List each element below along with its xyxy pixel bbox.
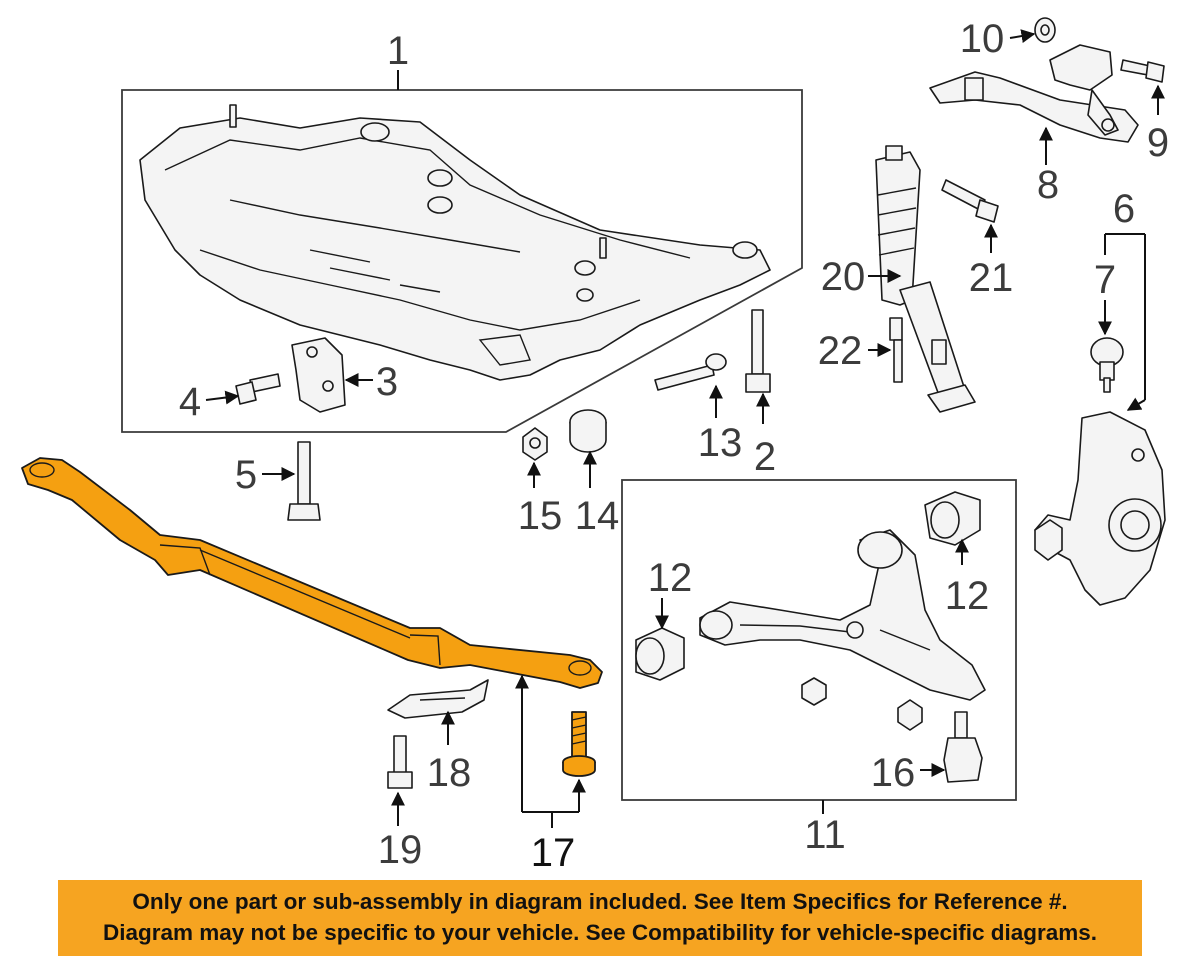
lower-ball-joint[interactable] (943, 711, 983, 783)
callout-19: 19 (378, 828, 423, 872)
callout-18: 18 (427, 751, 472, 795)
bracket-bolt-lower[interactable] (387, 735, 413, 789)
callout-8: 8 (1037, 163, 1059, 207)
leader-lines (205, 29, 1165, 828)
callout-20: 20 (821, 255, 866, 299)
parts-diagram: 1 2 3 4 5 6 7 8 9 10 11 12 12 13 14 15 1… (21, 17, 1169, 875)
callout-13: 13 (698, 421, 743, 465)
front-subframe[interactable] (139, 104, 771, 381)
upper-control-arm[interactable] (929, 44, 1139, 143)
long-bolt[interactable] (745, 309, 771, 393)
arm-bolt[interactable] (1120, 59, 1165, 83)
callout-12-rear: 12 (945, 574, 990, 618)
bracket-plate[interactable] (387, 679, 489, 719)
callout-15: 15 (518, 494, 563, 538)
steering-knuckle[interactable] (1034, 411, 1166, 606)
disclaimer-line-2: Diagram may not be specific to your vehi… (102, 920, 1098, 945)
bushing[interactable] (569, 409, 607, 453)
lower-arm-group-box (621, 479, 1017, 801)
highlighted-strut-bolt[interactable] (562, 711, 596, 777)
callout-6: 6 (1113, 187, 1135, 231)
shock-absorber[interactable] (875, 145, 976, 413)
rear-bushing[interactable] (924, 491, 981, 546)
highlighted-strut-bar[interactable] (21, 457, 603, 689)
callout-9: 9 (1147, 121, 1169, 165)
callout-11: 11 (804, 813, 846, 857)
shock-bolt[interactable] (889, 317, 903, 383)
callout-12-front: 12 (648, 556, 693, 600)
callout-1: 1 (387, 29, 409, 73)
disclaimer-banner: Only one part or sub-assembly in diagram… (58, 880, 1142, 956)
callout-2: 2 (754, 435, 776, 479)
callout-3: 3 (376, 360, 398, 404)
callout-16: 16 (871, 751, 916, 795)
arm-nut[interactable] (801, 677, 923, 731)
subframe-bolt[interactable] (287, 441, 321, 521)
callout-10: 10 (960, 17, 1005, 61)
lower-control-arm[interactable] (699, 529, 986, 701)
washer[interactable] (1034, 17, 1056, 43)
bracket-bolt[interactable] (235, 373, 281, 405)
callout-5: 5 (235, 453, 257, 497)
callout-14: 14 (575, 494, 620, 538)
cam-bolt[interactable] (654, 353, 727, 391)
callout-7: 7 (1094, 258, 1116, 302)
shock-upper-bolt[interactable] (941, 179, 999, 223)
nut[interactable] (522, 427, 548, 461)
callout-21: 21 (969, 256, 1014, 300)
subframe-bracket[interactable] (291, 337, 346, 413)
subframe-group-box (121, 89, 803, 433)
disclaimer-line-1: Only one part or sub-assembly in diagram… (132, 889, 1068, 914)
ball-joint[interactable] (1090, 337, 1124, 393)
callout-17: 17 (531, 831, 576, 875)
callout-4: 4 (179, 380, 201, 424)
front-bushing[interactable] (635, 627, 685, 681)
callout-22: 22 (818, 329, 863, 373)
